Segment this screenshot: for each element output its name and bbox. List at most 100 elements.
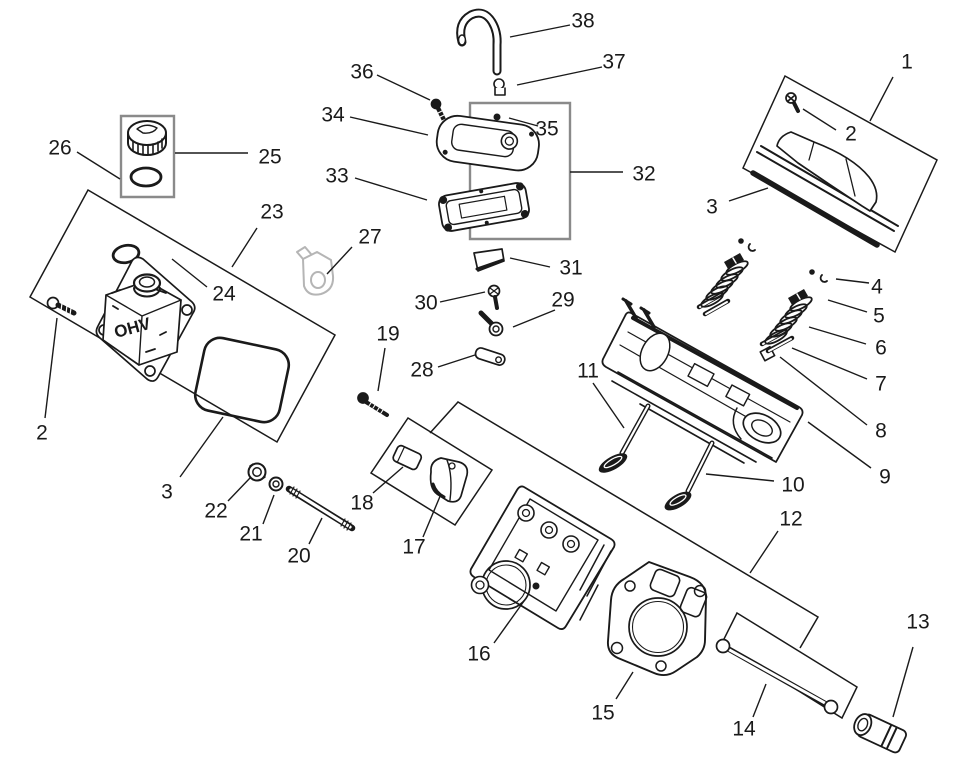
head-gasket-icon (606, 561, 708, 677)
group-box-layer (28, 74, 938, 720)
callout-28: 28 (410, 359, 433, 382)
kit-box-25-fill-cap (119, 114, 176, 199)
callout-7: 7 (875, 373, 887, 396)
kit-box-1-valve-cover (742, 74, 938, 254)
leader-line-14 (752, 683, 767, 718)
callout-11: 11 (577, 360, 599, 383)
valve-cover-icon (776, 131, 878, 212)
callout-15: 15 (591, 702, 614, 725)
washer-icon (268, 476, 284, 492)
leader-line-38 (509, 24, 571, 38)
nut-icon (247, 462, 267, 482)
breather-group-drawing (430, 8, 540, 366)
screw-icon (46, 296, 77, 316)
callout-14: 14 (732, 718, 756, 741)
callout-22: 22 (204, 500, 227, 523)
leader-line-20 (308, 517, 323, 545)
callout-9: 9 (879, 466, 891, 489)
grommet-icon (493, 78, 506, 96)
rocker-cover-group-drawing: OHV (46, 243, 356, 532)
leader-line-33 (354, 177, 428, 201)
cover-gasket-strip-icon (750, 170, 880, 248)
leader-line-31 (509, 257, 551, 268)
callout-1: 1 (901, 51, 913, 74)
callout-5: 5 (873, 305, 885, 328)
callout-12: 12 (779, 508, 802, 531)
leader-line-23 (231, 227, 258, 268)
callout-8: 8 (875, 420, 887, 443)
callout-29: 29 (551, 289, 574, 312)
intake-valve-icon (598, 403, 651, 473)
kit-box-14-pushrod (721, 611, 858, 720)
callout-10: 10 (781, 474, 804, 497)
breather-cover-icon (435, 114, 540, 172)
valve-lifter-icon (853, 713, 907, 754)
rocker-cover-icon: OHV (95, 256, 196, 382)
leader-line-19 (377, 347, 386, 392)
leader-line-27 (326, 246, 353, 275)
leader-line-17 (422, 493, 442, 538)
leader-line-37 (516, 66, 603, 86)
callout-6: 6 (875, 337, 887, 360)
terminal-lug-icon (478, 310, 504, 337)
kit-box-17-rocker (369, 416, 494, 527)
callout-21: 21 (239, 523, 262, 546)
valve-cover-kit-drawing (750, 92, 899, 248)
head-valvetrain-drawing (598, 238, 828, 511)
leader-line-layer (44, 24, 914, 718)
kit-box-23-cover-group (28, 188, 337, 444)
leader-line-5 (827, 299, 868, 313)
callout-4: 4 (871, 276, 883, 299)
leader-line-34 (349, 116, 429, 136)
leader-line-4 (835, 278, 870, 284)
exhaust-valve-icon (664, 440, 715, 511)
cylinder-head-top-icon (601, 297, 804, 464)
kit-box-12-head-group (429, 401, 820, 649)
callout-2-left: 2 (36, 422, 48, 445)
oil-fill-cap-drawing (127, 120, 167, 188)
cap-icon (392, 444, 423, 471)
leader-line-22 (227, 477, 251, 502)
callout-27: 27 (358, 226, 381, 249)
leader-line-6 (808, 326, 867, 345)
rocker-guide-icon (429, 457, 469, 503)
callout-18: 18 (350, 492, 373, 515)
breather-ball-icon (493, 113, 501, 121)
leader-line-2-left (44, 317, 58, 419)
callout-25: 25 (258, 146, 281, 169)
stud-icon (285, 485, 356, 532)
callout-31: 31 (559, 257, 582, 280)
leader-line-12 (749, 530, 779, 574)
breather-tube-icon (456, 8, 502, 76)
callout-32: 32 (632, 163, 655, 186)
leader-line-36 (376, 74, 431, 101)
breather-reed-plate-icon (438, 182, 530, 232)
valve-spring-stack-icon (759, 269, 828, 362)
o-ring-icon (111, 243, 141, 265)
callout-3-left: 3 (161, 481, 173, 504)
leader-line-24 (171, 258, 208, 288)
callout-17: 17 (402, 536, 425, 559)
rocker-kit-drawing (357, 392, 469, 503)
callout-33: 33 (325, 165, 348, 188)
watermark-clamp-icon (296, 246, 335, 296)
leader-line-11 (592, 382, 625, 429)
leader-line-15 (615, 671, 634, 700)
leader-line-3-top (728, 187, 769, 202)
leader-line-26 (76, 151, 121, 180)
callout-13: 13 (906, 611, 929, 634)
valve-spring-stack-icon (696, 238, 756, 317)
push-rod-icon (715, 638, 839, 715)
leader-line-1 (869, 76, 894, 122)
vent-screw-icon (487, 284, 501, 310)
leader-line-10 (705, 473, 775, 482)
callout-38: 38 (571, 10, 594, 33)
leader-line-7 (791, 347, 868, 380)
cover-gasket-icon (193, 336, 291, 424)
callout-30: 30 (414, 292, 437, 315)
leader-line-9 (807, 421, 872, 469)
callout-37: 37 (602, 51, 625, 74)
leader-line-35 (508, 117, 539, 127)
